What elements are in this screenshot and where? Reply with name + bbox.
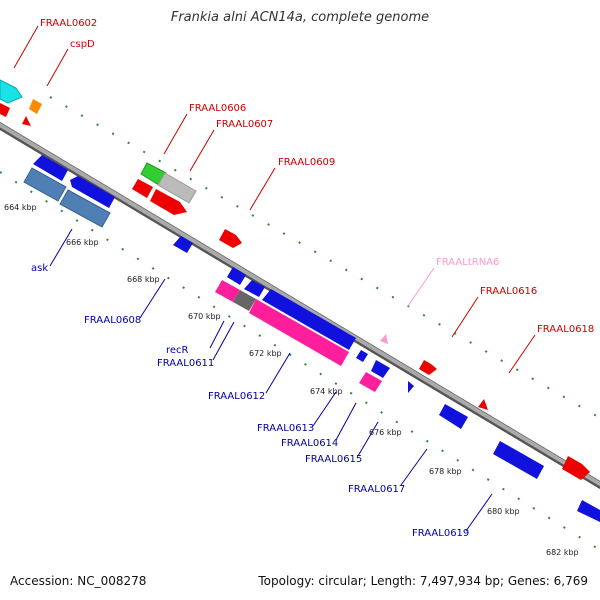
reverse-leaders bbox=[49, 228, 493, 532]
gene-cspd[interactable] bbox=[29, 99, 42, 114]
tick-674: 674 kbp bbox=[310, 387, 343, 396]
label-fraal0612[interactable]: FRAAL0612 bbox=[208, 391, 265, 402]
label-fraal0615[interactable]: FRAAL0615 bbox=[305, 454, 362, 465]
gene-fraal0602[interactable] bbox=[0, 79, 23, 104]
gene-blue-669b[interactable] bbox=[244, 280, 265, 297]
accession-text: Accession: NC_008278 bbox=[10, 574, 147, 588]
gene-steel-2[interactable] bbox=[59, 189, 111, 228]
gene-fraal0618a[interactable] bbox=[478, 399, 488, 410]
label-fraal0613[interactable]: FRAAL0613 bbox=[257, 423, 314, 434]
tick-680: 680 kbp bbox=[487, 507, 520, 516]
label-fraal0619[interactable]: FRAAL0619 bbox=[412, 528, 469, 539]
reverse-dotted-guide bbox=[0, 171, 600, 551]
tick-666: 666 kbp bbox=[66, 238, 99, 247]
gene-fraal0619b[interactable] bbox=[577, 500, 600, 522]
gene-fraal0611[interactable] bbox=[233, 290, 256, 311]
tick-682: 682 kbp bbox=[546, 548, 579, 557]
gene-fraal0613[interactable] bbox=[356, 350, 368, 362]
gene-fraal0615[interactable] bbox=[371, 360, 390, 378]
gene-fraal0609[interactable] bbox=[219, 229, 242, 248]
label-recr[interactable]: recR bbox=[166, 345, 189, 356]
tick-676: 676 kbp bbox=[369, 428, 402, 437]
gene-fraal0619[interactable] bbox=[493, 441, 544, 479]
forward-label-group: FRAAL0602 cspD FRAAL0606 FRAAL0607 FRAAL… bbox=[40, 18, 594, 335]
label-fraal0608[interactable]: FRAAL0608 bbox=[84, 315, 141, 326]
gene-ask-a[interactable] bbox=[33, 155, 68, 181]
tick-672: 672 kbp bbox=[249, 349, 282, 358]
forward-leaders bbox=[13, 25, 536, 374]
tick-678: 678 kbp bbox=[429, 467, 462, 476]
label-fraal0617[interactable]: FRAAL0617 bbox=[348, 484, 405, 495]
gene-fraal0612-blue[interactable] bbox=[262, 289, 356, 350]
gene-ask-b[interactable] bbox=[70, 176, 115, 208]
gene-fraal0608[interactable] bbox=[173, 236, 193, 253]
label-fraal0602[interactable]: FRAAL0602 bbox=[40, 18, 97, 29]
gene-steel-1[interactable] bbox=[23, 167, 67, 202]
label-fraal0609[interactable]: FRAAL0609 bbox=[278, 157, 335, 168]
tick-664: 664 kbp bbox=[4, 203, 37, 212]
forward-genes bbox=[0, 79, 590, 480]
gene-recr[interactable] bbox=[215, 280, 240, 302]
gene-fraal0607b[interactable] bbox=[150, 189, 187, 215]
gene-fraal0607[interactable] bbox=[157, 172, 197, 204]
genome-backbone bbox=[0, 122, 600, 487]
gene-fraal0612[interactable] bbox=[249, 299, 349, 366]
gene-fraaltrna6[interactable] bbox=[380, 334, 388, 344]
forward-dotted-guide bbox=[49, 96, 600, 419]
label-fraal0607[interactable]: FRAAL0607 bbox=[216, 119, 273, 130]
label-fraal0618[interactable]: FRAAL0618 bbox=[537, 324, 594, 335]
gene-fraal0603[interactable] bbox=[0, 103, 10, 117]
gene-fraal0616[interactable] bbox=[419, 360, 437, 375]
label-ask[interactable]: ask bbox=[31, 263, 48, 274]
label-fraal0614[interactable]: FRAAL0614 bbox=[281, 438, 338, 449]
label-fraal0606[interactable]: FRAAL0606 bbox=[189, 103, 246, 114]
label-fraaltrna6[interactable]: FRAALtRNA6 bbox=[436, 257, 499, 268]
trna-leader bbox=[407, 267, 435, 307]
gene-blue-669a[interactable] bbox=[227, 267, 246, 285]
reverse-genes bbox=[23, 155, 600, 522]
label-cspd[interactable]: cspD bbox=[70, 39, 95, 50]
label-fraal0611[interactable]: FRAAL0611 bbox=[157, 358, 214, 369]
label-fraal0616[interactable]: FRAAL0616 bbox=[480, 286, 537, 297]
gene-fraal0614[interactable] bbox=[359, 372, 382, 392]
tick-670: 670 kbp bbox=[188, 312, 221, 321]
gene-fraal0606b[interactable] bbox=[132, 179, 153, 198]
map-title: Frankia alni ACN14a, complete genome bbox=[170, 10, 430, 25]
genome-stats-text: Topology: circular; Length: 7,497,934 bp… bbox=[258, 574, 588, 588]
gene-fraal0615b[interactable] bbox=[408, 381, 414, 393]
gene-fraal0617[interactable] bbox=[439, 404, 468, 429]
tick-label-group: 664 kbp 666 kbp 668 kbp 670 kbp 672 kbp … bbox=[4, 203, 579, 557]
tick-668: 668 kbp bbox=[127, 275, 160, 284]
reverse-label-group: ask FRAAL0608 recR FRAAL0611 FRAAL0612 F… bbox=[31, 263, 469, 539]
gene-fraal0605[interactable] bbox=[22, 116, 31, 126]
gene-fraal0618[interactable] bbox=[562, 456, 590, 480]
